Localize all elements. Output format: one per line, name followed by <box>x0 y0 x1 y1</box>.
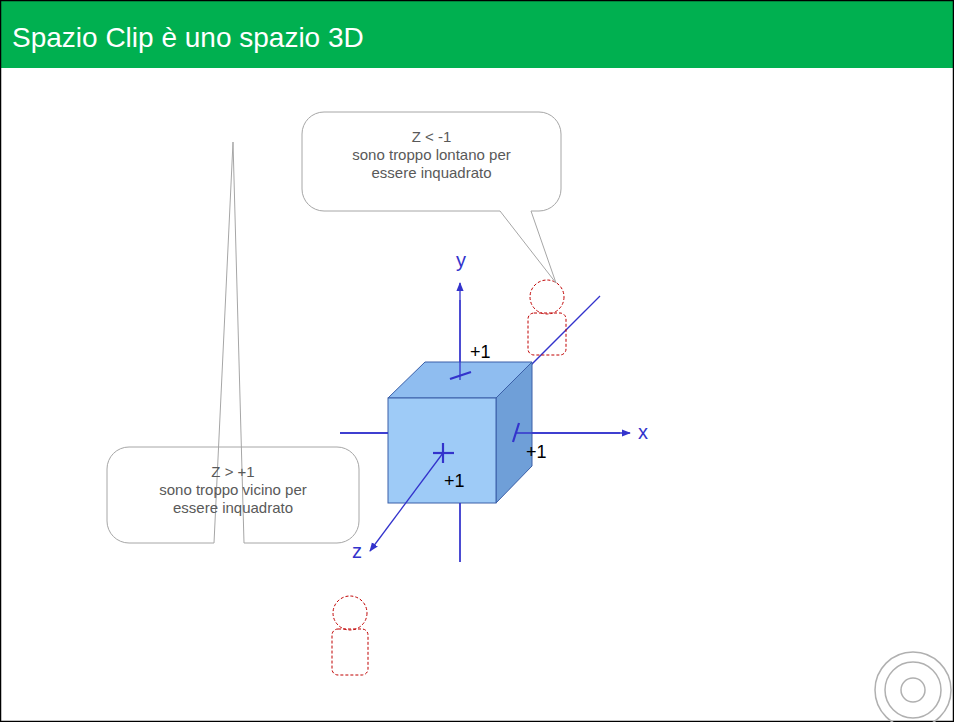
unit-ticks <box>433 372 519 463</box>
condition-text: Z > +1 <box>143 463 323 481</box>
unit-mark: +1 <box>470 343 491 361</box>
axes <box>340 296 620 562</box>
slide-title: Spazio Clip è uno spazio 3D <box>12 22 364 54</box>
speech-bubble: Z > +1sono troppo vicino per essere inqu… <box>107 447 359 543</box>
title-bar <box>0 0 954 68</box>
axis-label: y <box>456 250 466 270</box>
university-seal <box>875 652 951 722</box>
condition-text: Z < -1 <box>342 128 522 146</box>
bubble-text: sono troppo vicino per essere inquadrato <box>143 481 323 517</box>
bubble-text: sono troppo lontano per essere inquadrat… <box>342 146 522 182</box>
clip-cube <box>388 362 532 503</box>
axis-label: x <box>638 422 648 442</box>
axis-label: z <box>352 541 362 561</box>
speech-bubble: Z < -1sono troppo lontano per essere inq… <box>302 112 561 211</box>
observer-figures <box>332 280 566 675</box>
unit-mark: +1 <box>526 443 547 461</box>
bubble-shape <box>107 142 359 543</box>
unit-mark: +1 <box>444 472 465 490</box>
axes-front <box>340 283 630 562</box>
bubble-shape <box>302 112 561 283</box>
